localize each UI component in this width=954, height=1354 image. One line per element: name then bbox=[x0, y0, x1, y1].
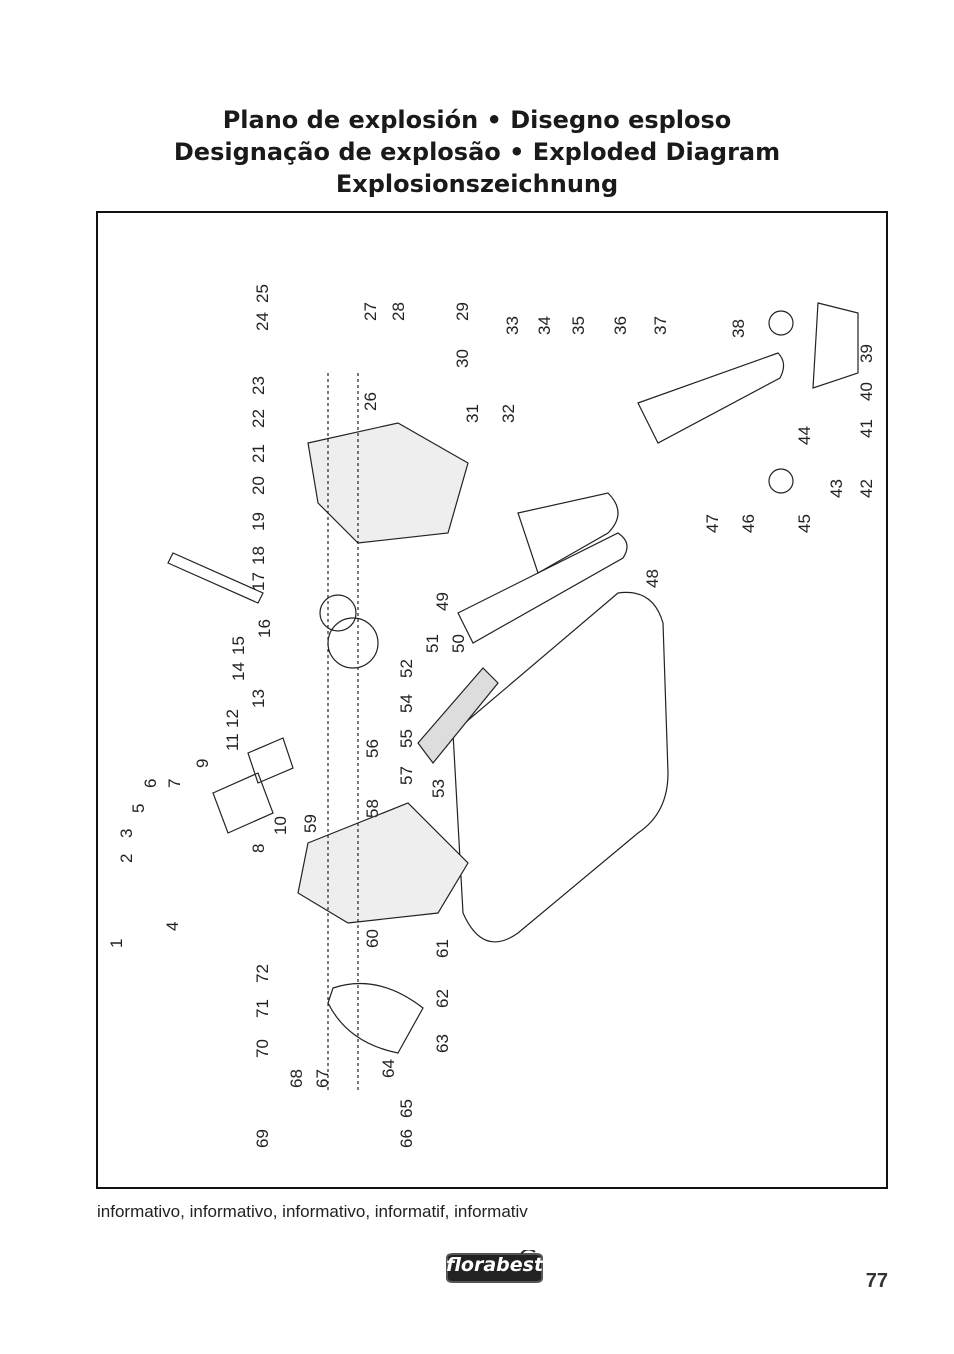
title-line-3: Explosionszeichnung bbox=[335, 170, 619, 198]
callout-7: 7 bbox=[165, 779, 184, 788]
callout-41: 41 bbox=[857, 419, 876, 438]
callout-5: 5 bbox=[129, 804, 148, 813]
cover-plate bbox=[327, 982, 424, 1054]
callout-64: 64 bbox=[379, 1059, 398, 1078]
caption: informativo, informativo, informativo, i… bbox=[97, 1202, 528, 1221]
callout-8: 8 bbox=[249, 844, 268, 853]
callout-66: 66 bbox=[397, 1129, 416, 1148]
callout-16: 16 bbox=[255, 619, 274, 638]
callout-18: 18 bbox=[249, 546, 268, 565]
callout-20: 20 bbox=[249, 476, 268, 495]
callout-55: 55 bbox=[397, 729, 416, 748]
callout-34: 34 bbox=[535, 316, 554, 335]
wheel-icon bbox=[768, 310, 794, 336]
callout-31: 31 bbox=[463, 404, 482, 423]
wheel-icon bbox=[768, 468, 794, 494]
callout-71: 71 bbox=[253, 999, 272, 1018]
brand-name: florabest bbox=[445, 1254, 544, 1276]
callout-22: 22 bbox=[249, 409, 268, 428]
callout-13: 13 bbox=[249, 689, 268, 708]
callout-37: 37 bbox=[651, 316, 670, 335]
exploded-diagram: 1 2 3 4 5 6 7 8 9 10 11 12 13 14 15 16 1… bbox=[107, 284, 876, 1148]
callout-4: 4 bbox=[163, 922, 182, 931]
callout-46: 46 bbox=[739, 514, 758, 533]
callout-56: 56 bbox=[363, 739, 382, 758]
nozzle bbox=[812, 302, 859, 389]
exploded-diagram-frame: 1 2 3 4 5 6 7 8 9 10 11 12 13 14 15 16 1… bbox=[96, 211, 888, 1189]
callout-29: 29 bbox=[453, 302, 472, 321]
callout-36: 36 bbox=[611, 316, 630, 335]
callout-9: 9 bbox=[193, 759, 212, 768]
callout-21: 21 bbox=[249, 444, 268, 463]
callout-61: 61 bbox=[433, 939, 452, 958]
callout-30: 30 bbox=[453, 349, 472, 368]
callout-58: 58 bbox=[363, 799, 382, 818]
callout-2: 2 bbox=[117, 854, 136, 863]
callout-15: 15 bbox=[229, 636, 248, 655]
impeller-icon bbox=[327, 617, 379, 669]
callout-12: 12 bbox=[223, 709, 242, 728]
motor bbox=[212, 772, 274, 834]
callout-17: 17 bbox=[249, 572, 268, 591]
callout-67: 67 bbox=[313, 1069, 332, 1088]
callout-44: 44 bbox=[795, 426, 814, 445]
callout-47: 47 bbox=[703, 514, 722, 533]
callout-65: 65 bbox=[397, 1099, 416, 1118]
callout-48: 48 bbox=[643, 569, 662, 588]
callout-10: 10 bbox=[271, 816, 290, 835]
motor-housing-upper bbox=[307, 422, 469, 544]
callout-60: 60 bbox=[363, 929, 382, 948]
callout-45: 45 bbox=[795, 514, 814, 533]
callout-23: 23 bbox=[249, 376, 268, 395]
title-line-1: Plano de explosión • Disegno esploso bbox=[222, 106, 732, 134]
fan-icon bbox=[319, 594, 357, 632]
callout-51: 51 bbox=[423, 634, 442, 653]
callout-69: 69 bbox=[253, 1129, 272, 1148]
front-tube bbox=[637, 352, 785, 444]
callout-35: 35 bbox=[569, 316, 588, 335]
callout-59: 59 bbox=[301, 814, 320, 833]
page-title: Plano de explosión • Disegno esploso Des… bbox=[0, 104, 954, 200]
callout-38: 38 bbox=[729, 319, 748, 338]
callout-19: 19 bbox=[249, 512, 268, 531]
collection-bag bbox=[452, 591, 669, 943]
florabest-logo: florabest bbox=[443, 1248, 546, 1286]
handle bbox=[167, 552, 264, 604]
callout-53: 53 bbox=[429, 779, 448, 798]
callout-33: 33 bbox=[503, 316, 522, 335]
callout-14: 14 bbox=[229, 662, 248, 681]
callout-25: 25 bbox=[253, 284, 272, 303]
blower-tube bbox=[457, 532, 628, 644]
callout-40: 40 bbox=[857, 382, 876, 401]
callout-32: 32 bbox=[499, 404, 518, 423]
callout-52: 52 bbox=[397, 659, 416, 678]
callout-43: 43 bbox=[827, 479, 846, 498]
callout-49: 49 bbox=[433, 592, 452, 611]
callout-39: 39 bbox=[857, 344, 876, 363]
callout-1: 1 bbox=[107, 939, 126, 948]
callout-28: 28 bbox=[389, 302, 408, 321]
callout-11: 11 bbox=[223, 733, 242, 751]
callout-68: 68 bbox=[287, 1069, 306, 1088]
title-line-2: Designação de explosão • Exploded Diagra… bbox=[173, 138, 781, 166]
callout-6: 6 bbox=[141, 779, 160, 788]
callout-3: 3 bbox=[117, 829, 136, 838]
callout-63: 63 bbox=[433, 1034, 452, 1053]
callout-50: 50 bbox=[449, 634, 468, 653]
upper-tube bbox=[517, 492, 619, 574]
callout-42: 42 bbox=[857, 479, 876, 498]
page-number: 77 bbox=[865, 1270, 888, 1292]
armature bbox=[247, 737, 294, 784]
callout-27: 27 bbox=[361, 302, 380, 321]
callout-24: 24 bbox=[253, 312, 272, 331]
callout-70: 70 bbox=[253, 1039, 272, 1058]
callout-72: 72 bbox=[253, 964, 272, 983]
motor-housing-lower bbox=[297, 802, 469, 924]
callout-54: 54 bbox=[397, 694, 416, 713]
callout-57: 57 bbox=[397, 766, 416, 785]
bag-frame bbox=[417, 667, 499, 764]
callout-62: 62 bbox=[433, 989, 452, 1008]
callout-26: 26 bbox=[361, 392, 380, 411]
